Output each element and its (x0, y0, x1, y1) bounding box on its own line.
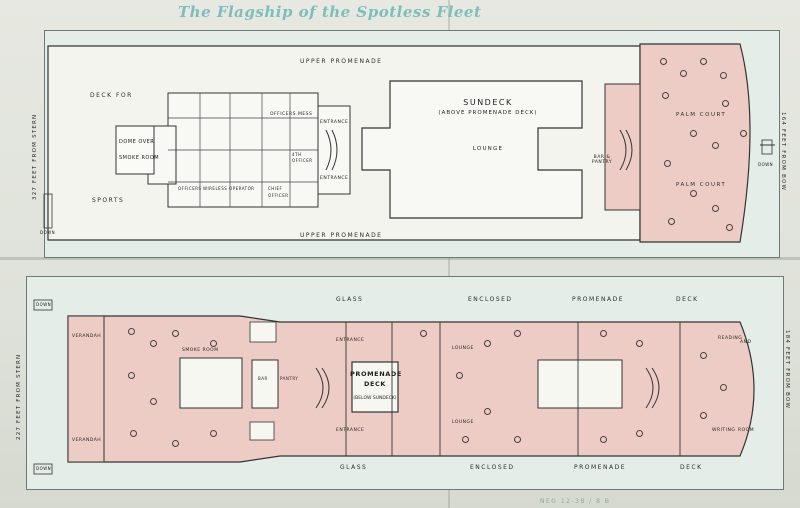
table (740, 130, 747, 137)
sundeck-sub-label: (ABOVE PROMENADE DECK) (438, 110, 538, 116)
table (690, 190, 697, 197)
enclosed-label-top: ENCLOSED (468, 296, 513, 303)
promenade-label-bottom: PROMENADE (574, 464, 626, 471)
table (700, 412, 707, 419)
upper-promenade-bottom-label: UPPER PROMENADE (300, 232, 383, 239)
smoke-room-label: SMOKE ROOM (182, 348, 219, 353)
sundeck-label: SUNDECK (463, 98, 513, 107)
table (700, 352, 707, 359)
table (720, 72, 727, 79)
room-label-4th-officer: OFFICER (292, 158, 313, 163)
table (484, 408, 491, 415)
upper-entrance-bottom-label: ENTRANCE (320, 176, 349, 181)
table (210, 430, 217, 437)
table (210, 340, 217, 347)
promenade-stern-distance-label: 227 FEET FROM STERN (16, 353, 22, 440)
table (636, 430, 643, 437)
enclosed-label-bottom: ENCLOSED (470, 464, 515, 471)
promenade-bow-distance-label: 184 FEET FROM BOW (784, 330, 790, 410)
table (172, 440, 179, 447)
table (660, 58, 667, 65)
table (664, 160, 671, 167)
dome-label-line2: SMOKE ROOM (119, 155, 160, 161)
and-label: AND (740, 340, 752, 345)
table (172, 330, 179, 337)
table (700, 58, 707, 65)
table (712, 142, 719, 149)
paper-fold-horizontal (0, 257, 800, 260)
promenade-deck-title-line2: DECK (363, 380, 387, 388)
room-label: ROOM (738, 428, 755, 433)
promenade-down-bottom: DOWN (36, 466, 52, 471)
table (680, 70, 687, 77)
bar-pantry-label: BAR & PANTRY (591, 155, 613, 165)
glass-label-top: GLASS (336, 296, 364, 303)
promenade-label-top: PROMENADE (572, 296, 624, 303)
officers-mess-label: OFFICERS MESS (270, 112, 313, 117)
table (130, 430, 137, 437)
table (456, 372, 463, 379)
bar-label: BAR (258, 376, 268, 381)
table (668, 218, 675, 225)
glass-label-bottom: GLASS (340, 464, 368, 471)
table (726, 224, 733, 231)
table (636, 340, 643, 347)
bottom-caption: NEG 12-38 / 8 B (540, 498, 611, 505)
room-label-officer: OFFICER (268, 193, 289, 198)
pantry-label: PANTRY (280, 376, 299, 381)
deck-label-top: DECK (676, 296, 699, 303)
table (722, 100, 729, 107)
table (150, 340, 157, 347)
table (600, 436, 607, 443)
chart-title: The Flagship of the Spotless Fleet (178, 3, 482, 21)
table (690, 130, 697, 137)
promenade-entrance-bottom-label: ENTRANCE (336, 428, 365, 433)
table (662, 92, 669, 99)
table (128, 328, 135, 335)
room-label-officers: OFFICERS (178, 186, 202, 191)
upper-promenade-top-label: UPPER PROMENADE (300, 58, 383, 65)
veranda-top-label: VERANDAH (72, 334, 102, 339)
room-label-wireless: WIRELESS OPERATOR (203, 186, 255, 191)
promenade-down-top: DOWN (36, 302, 52, 307)
upper-down-right: DOWN (758, 162, 774, 167)
table (514, 436, 521, 443)
veranda-bottom-label: VERANDAH (72, 438, 102, 443)
upper-down-left: DOWN (40, 230, 56, 235)
table (600, 330, 607, 337)
promenade-deck-sub: (BELOW SUNDECK) (353, 396, 397, 401)
table (712, 205, 719, 212)
table (128, 372, 135, 379)
table (484, 340, 491, 347)
room-label-4th: 4TH (292, 152, 302, 157)
upper-entrance-top-label: ENTRANCE (320, 120, 349, 125)
room-label-chief: CHIEF (268, 186, 283, 191)
deck-label-bottom: DECK (680, 464, 703, 471)
promenade-lounge-bottom-label: LOUNGE (452, 420, 474, 425)
promenade-entrance-top-label: ENTRANCE (336, 338, 365, 343)
deck-for-label: DECK FOR (90, 92, 133, 99)
table (150, 398, 157, 405)
upper-lounge-label: LOUNGE (472, 146, 504, 152)
dome-label-line1: DOME OVER (119, 139, 155, 145)
promenade-deck-title: PROMENADE (350, 370, 402, 378)
reading-label: READING (718, 336, 743, 341)
writing-label: WRITING (712, 428, 736, 433)
table (420, 330, 427, 337)
palm-court-top-label: PALM COURT (676, 112, 727, 118)
palm-court-bottom-label: PALM COURT (676, 182, 727, 188)
table (720, 384, 727, 391)
promenade-lounge-top-label: LOUNGE (452, 346, 474, 351)
sports-label: SPORTS (92, 197, 125, 204)
table (462, 436, 469, 443)
table (514, 330, 521, 337)
